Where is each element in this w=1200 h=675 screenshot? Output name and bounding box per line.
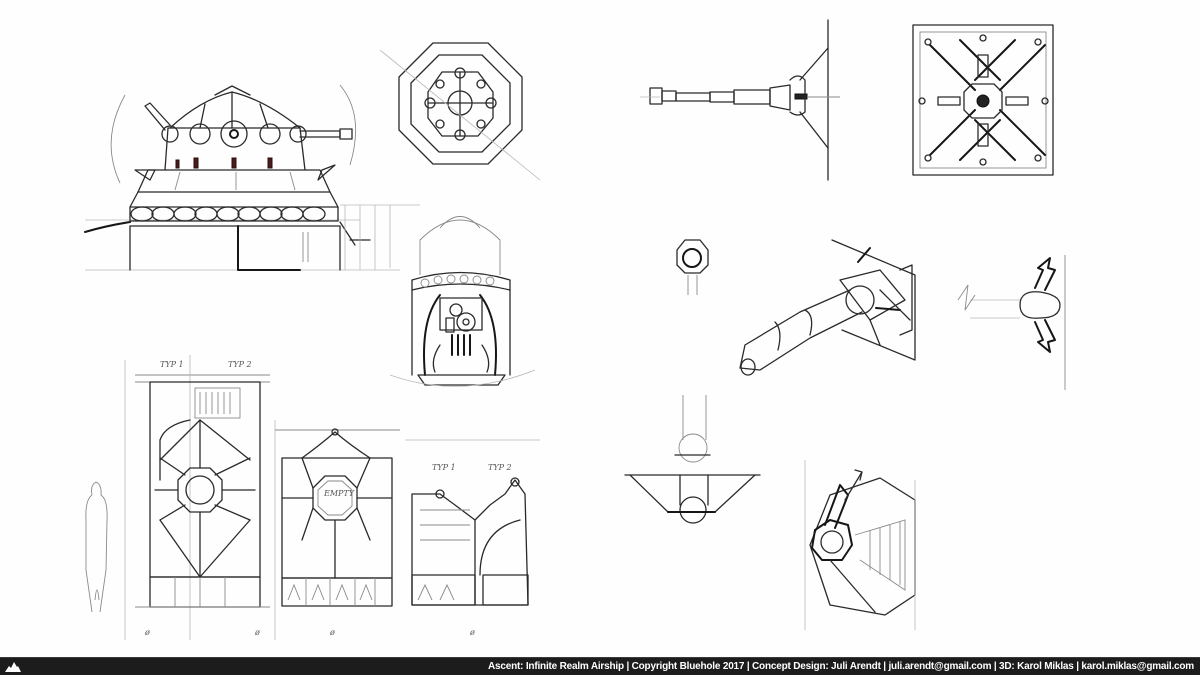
- concept-sketch-sheet: TYP 1 TYP 2 ø ø EMPTY: [84, 19, 1066, 640]
- turret-cutaway: [389, 216, 536, 387]
- svg-text:TYP 2: TYP 2: [228, 360, 252, 369]
- svg-text:EMPTY: EMPTY: [323, 489, 355, 498]
- credits-text: Ascent: Infinite Realm Airship | Copyrig…: [488, 661, 1194, 672]
- sphere-joint-detail: [957, 255, 1066, 390]
- cannon-mount-top-view: [912, 24, 1054, 176]
- cannon-side-view: [640, 19, 840, 181]
- svg-text:ø: ø: [254, 628, 260, 637]
- svg-text:ø: ø: [329, 628, 335, 637]
- hex-mount-perspective: [804, 460, 916, 630]
- wall-panel-elevation-c: TYP 1 TYP 2 ø: [405, 439, 540, 637]
- human-scale-figure: [85, 481, 108, 613]
- svg-text:ø: ø: [144, 628, 150, 637]
- svg-text:ø: ø: [469, 628, 475, 637]
- svg-text:TYP 1: TYP 1: [432, 463, 456, 472]
- cannon-perspective: [739, 239, 916, 376]
- credits-footer-bar: Ascent: Infinite Realm Airship | Copyrig…: [0, 657, 1200, 675]
- octagonal-hatch-top-view: [379, 42, 541, 181]
- wall-panel-elevation-a: TYP 1 TYP 2 ø ø: [124, 355, 270, 640]
- turret-side-elevation: [84, 84, 420, 271]
- small-octagon-detail: [676, 239, 709, 295]
- wall-panel-elevation-b: EMPTY ø: [274, 420, 400, 640]
- svg-text:TYP 2: TYP 2: [488, 463, 512, 472]
- mountain-logo-icon: [5, 662, 21, 672]
- ball-socket-section: [624, 395, 761, 524]
- svg-text:TYP 1: TYP 1: [160, 360, 184, 369]
